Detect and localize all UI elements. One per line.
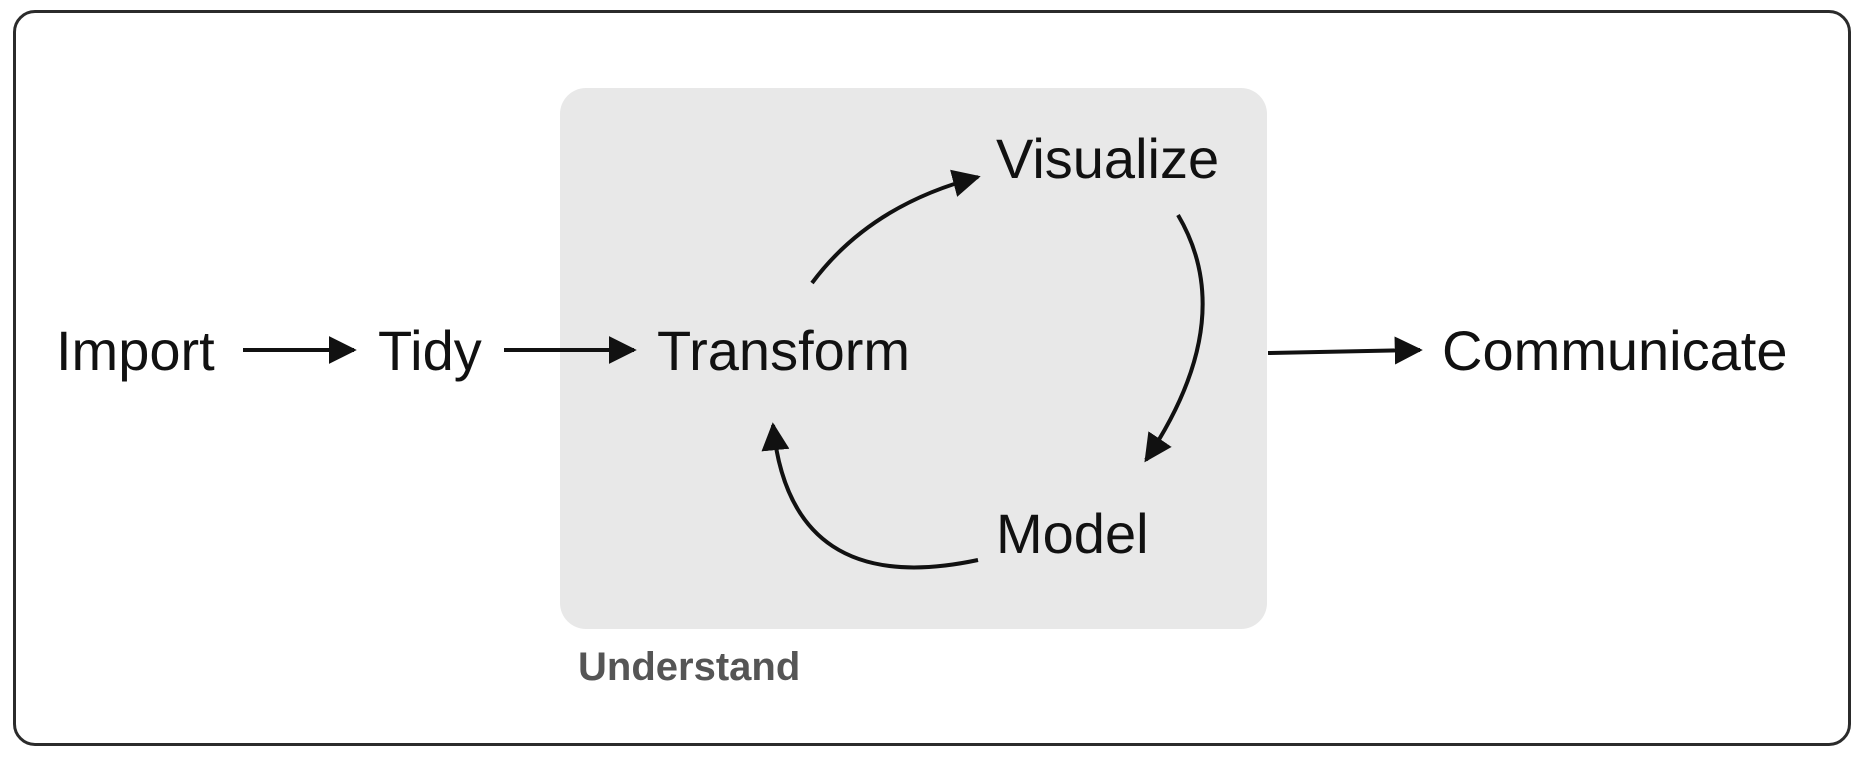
node-communicate: Communicate <box>1442 319 1788 382</box>
node-transform: Transform <box>657 319 911 382</box>
node-tidy: Tidy <box>378 319 482 382</box>
node-import: Import <box>56 319 215 382</box>
node-visualize: Visualize <box>996 127 1220 190</box>
node-model: Model <box>996 502 1149 565</box>
understand-group-label: Understand <box>578 645 801 689</box>
